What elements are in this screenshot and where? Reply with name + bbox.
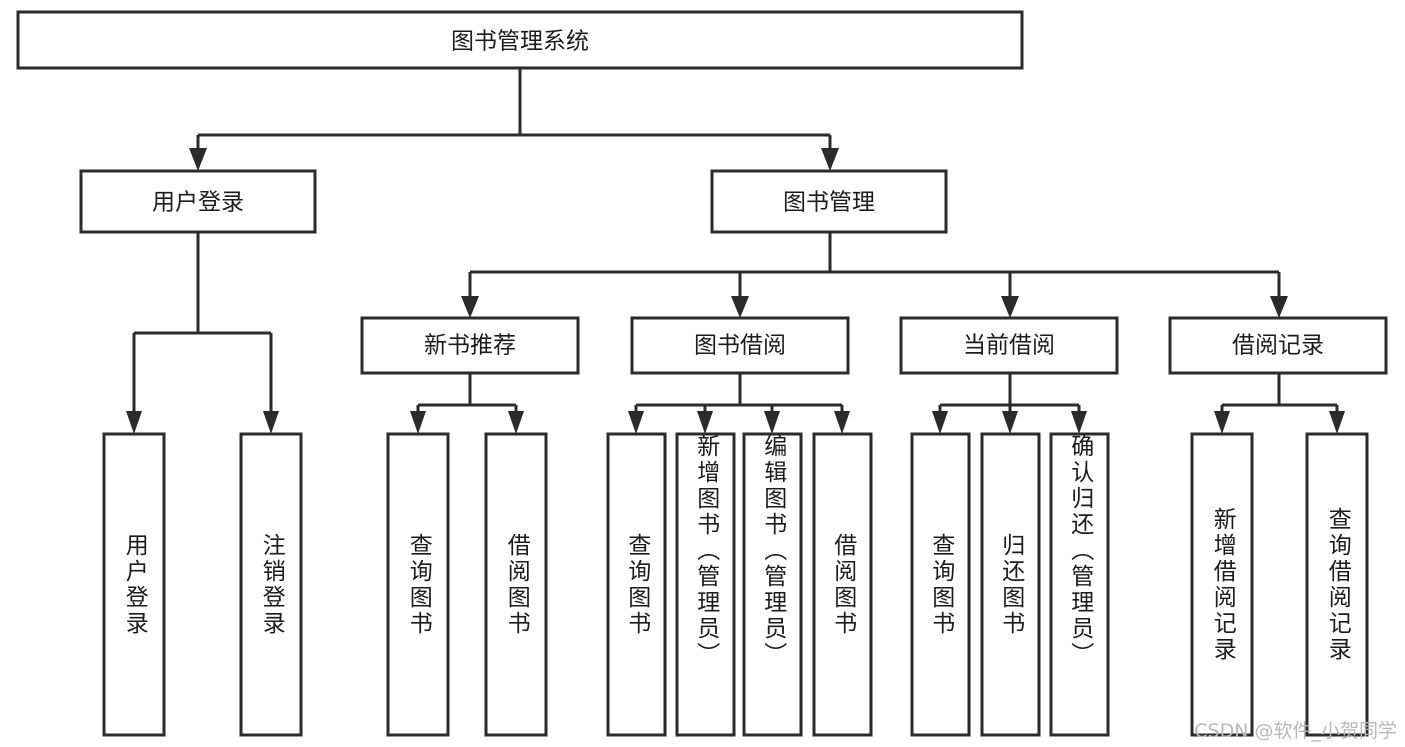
arrow-head-icon xyxy=(731,296,749,318)
leaf-box-user-login[interactable] xyxy=(102,432,166,737)
leaf-box-edit-book-admin[interactable] xyxy=(742,432,803,737)
arrow-head-icon xyxy=(461,296,479,318)
arrow-head-icon xyxy=(697,411,713,434)
node-borrow-record-box[interactable] xyxy=(1168,316,1388,375)
connector-borrowrecord-to-leaves xyxy=(1214,373,1345,434)
arrow-head-icon xyxy=(1071,411,1087,434)
node-borrow-record[interactable]: 借阅记录 xyxy=(1168,316,1388,375)
node-root-system[interactable]: 图书管理系统 xyxy=(16,10,1024,70)
arrow-head-icon xyxy=(1214,411,1230,434)
node-book-borrow-box[interactable] xyxy=(630,316,850,375)
arrow-head-icon xyxy=(1329,411,1345,434)
arrow-head-icon xyxy=(628,411,644,434)
node-current-borrow-box[interactable] xyxy=(899,316,1119,375)
arrow-head-icon xyxy=(764,411,780,434)
arrow-head-icon xyxy=(1001,296,1019,318)
connector-bookborrow-to-leaves xyxy=(628,373,850,434)
node-book-management-box[interactable] xyxy=(710,169,948,234)
leaf-box-borrow-book-recommend[interactable] xyxy=(484,432,548,737)
node-borrow-record-label: 借阅记录 xyxy=(1232,333,1324,359)
leaf-box-query-book-current[interactable] xyxy=(910,432,971,737)
node-user-login[interactable]: 用户登录 xyxy=(79,169,317,234)
arrow-head-icon xyxy=(932,411,948,434)
leaf-box-add-borrow-record[interactable] xyxy=(1190,432,1254,737)
arrow-head-icon xyxy=(508,411,524,434)
arrow-head-icon xyxy=(1002,411,1018,434)
leaf-box-borrow-book[interactable] xyxy=(812,432,873,737)
arrow-head-icon xyxy=(189,148,207,171)
node-root-label: 图书管理系统 xyxy=(451,29,589,55)
node-root-box[interactable] xyxy=(16,10,1024,70)
node-book-borrow[interactable]: 图书借阅 xyxy=(630,316,850,375)
connector-currentborrow-to-leaves xyxy=(932,373,1087,434)
connector-userlogin-to-leaves xyxy=(126,232,279,434)
leaf-box-query-borrow-record[interactable] xyxy=(1305,432,1369,737)
arrow-head-icon xyxy=(1270,296,1288,318)
arrow-head-icon xyxy=(410,411,426,434)
leaf-box-query-book-borrow[interactable] xyxy=(606,432,667,737)
leaf-box-user-logout[interactable] xyxy=(239,432,303,737)
node-current-borrow[interactable]: 当前借阅 xyxy=(899,316,1119,375)
connector-bookmgmt-to-level3 xyxy=(461,232,1288,318)
node-book-borrow-label: 图书借阅 xyxy=(694,333,786,359)
arrow-head-icon xyxy=(263,411,279,434)
node-current-borrow-label: 当前借阅 xyxy=(963,333,1055,359)
node-book-management[interactable]: 图书管理 xyxy=(710,169,948,234)
node-user-login-label: 用户登录 xyxy=(152,190,244,216)
leaf-box-query-book-recommend[interactable] xyxy=(386,432,450,737)
connector-root-to-level2 xyxy=(189,68,839,171)
node-new-book-recommend-box[interactable] xyxy=(360,316,580,375)
leaf-box-add-book-admin[interactable] xyxy=(675,432,736,737)
leaf-box-return-book[interactable] xyxy=(980,432,1041,737)
node-user-login-box[interactable] xyxy=(79,169,317,234)
node-new-book-recommend-label: 新书推荐 xyxy=(424,333,516,359)
arrow-head-icon xyxy=(834,411,850,434)
connector-newbook-to-leaves xyxy=(410,373,524,434)
node-new-book-recommend[interactable]: 新书推荐 xyxy=(360,316,580,375)
node-book-management-label: 图书管理 xyxy=(783,190,875,216)
leaf-box-confirm-return-admin[interactable] xyxy=(1049,432,1110,737)
arrow-head-icon xyxy=(126,411,142,434)
arrow-head-icon xyxy=(821,148,839,171)
